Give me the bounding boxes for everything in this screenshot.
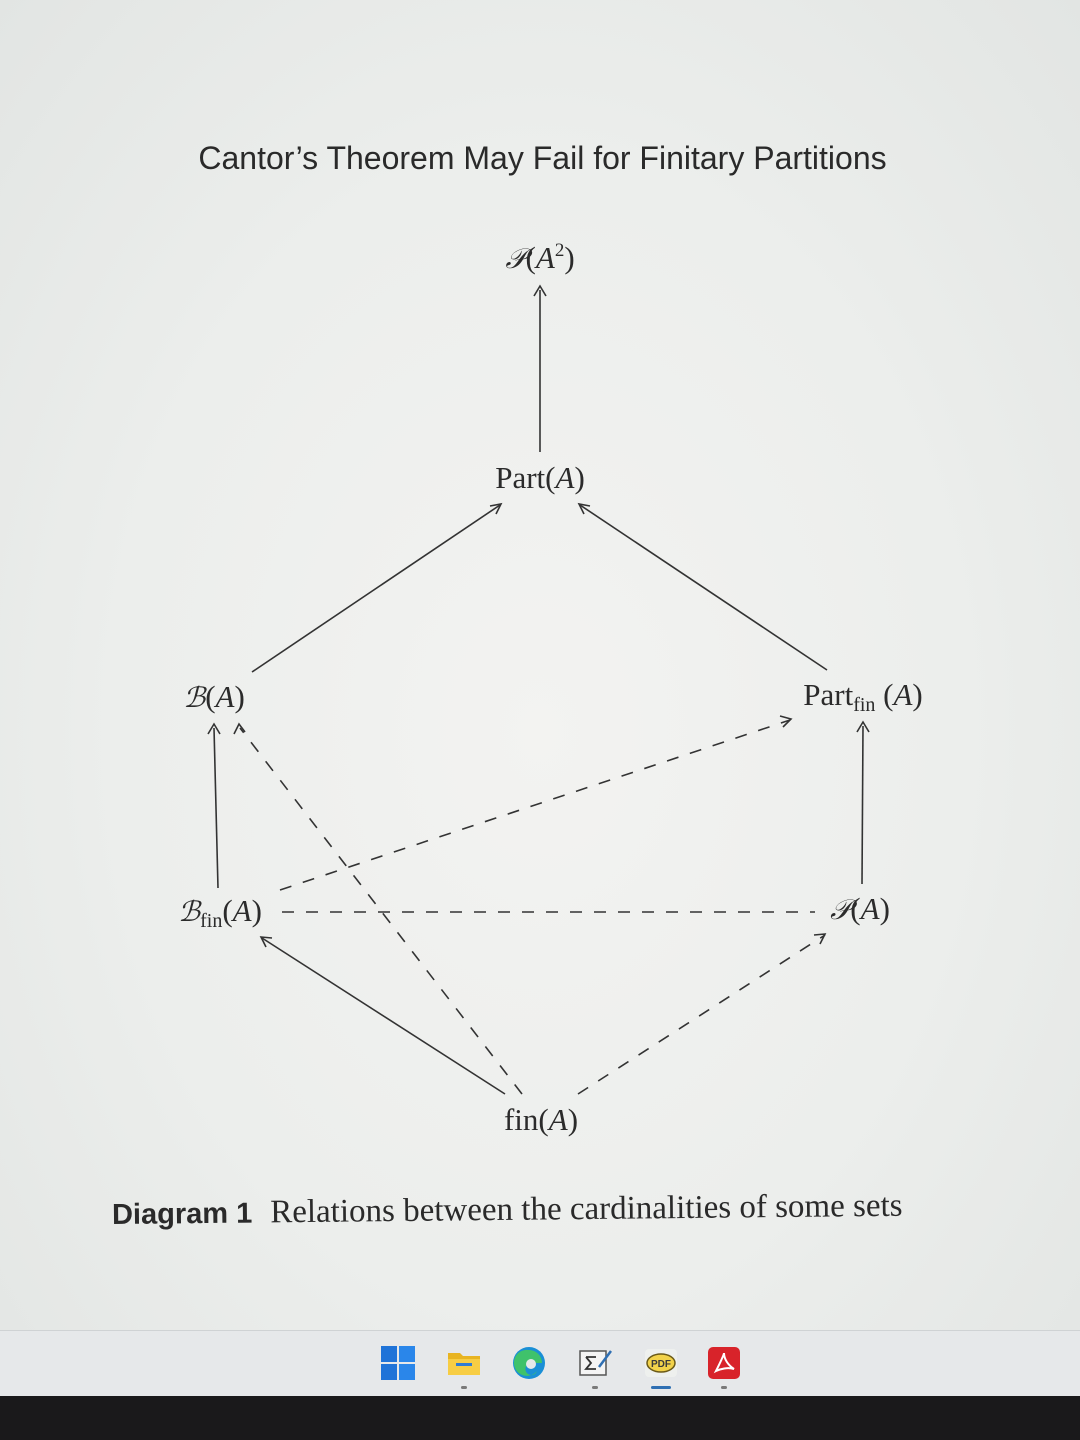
running-indicator [651,1386,671,1389]
arrowhead [779,715,793,728]
arrowhead [813,933,827,945]
caption-text: Relations between the cardinalities of s… [270,1187,903,1231]
arrowhead [533,284,547,297]
edge-powerset-to-partfin [861,725,864,885]
arrowhead [489,502,503,515]
node-part-a: Part(A) [495,460,585,495]
running-indicator [461,1386,467,1389]
screen: Cantor’s Theorem May Fail for Finitary P… [0,0,1080,1330]
taskbar: PDF [0,1330,1080,1397]
node-partfin-a: Partfin (A) [803,677,923,716]
arrowhead [577,502,591,515]
arrowhead [259,936,273,948]
acrobat-reader-icon[interactable] [706,1345,742,1389]
dashed-edge-fin-to-b [239,727,523,1095]
windows-start-icon[interactable] [380,1345,416,1381]
arrowhead [856,720,870,733]
node-b-a: ℬ(A) [183,679,245,714]
pdf-tool-icon[interactable]: PDF [643,1345,679,1389]
file-explorer-icon[interactable] [446,1345,482,1389]
dashed-edge-bfin-to-partfin [279,719,791,891]
node-bfin-a: ℬfin(A) [178,893,262,932]
dashed-edge-fin-to-powerset [577,934,826,1095]
node-powerset-a2: 𝒫(A2) [505,240,575,275]
edge-browser-icon[interactable] [511,1345,547,1381]
svg-text:PDF: PDF [651,1359,671,1370]
edge-b-to-part [251,504,501,673]
page-title: Cantor’s Theorem May Fail for Finitary P… [198,140,887,176]
running-indicator [721,1386,727,1389]
edge-fin-to-bfin [261,937,506,1095]
caption-label: Diagram 1 [111,1197,253,1231]
node-fin-a: fin(A) [503,1102,579,1137]
arrowhead [233,722,246,735]
diagram [207,284,870,1095]
arrowhead [207,722,221,735]
node-powerset-a: 𝒫(A) [830,891,890,926]
running-indicator [592,1386,598,1389]
edge-bfin-to-b [213,727,219,889]
edge-partfin-to-part [579,504,828,671]
formula-editor-icon[interactable] [577,1345,613,1389]
monitor-bezel [0,1396,1080,1440]
